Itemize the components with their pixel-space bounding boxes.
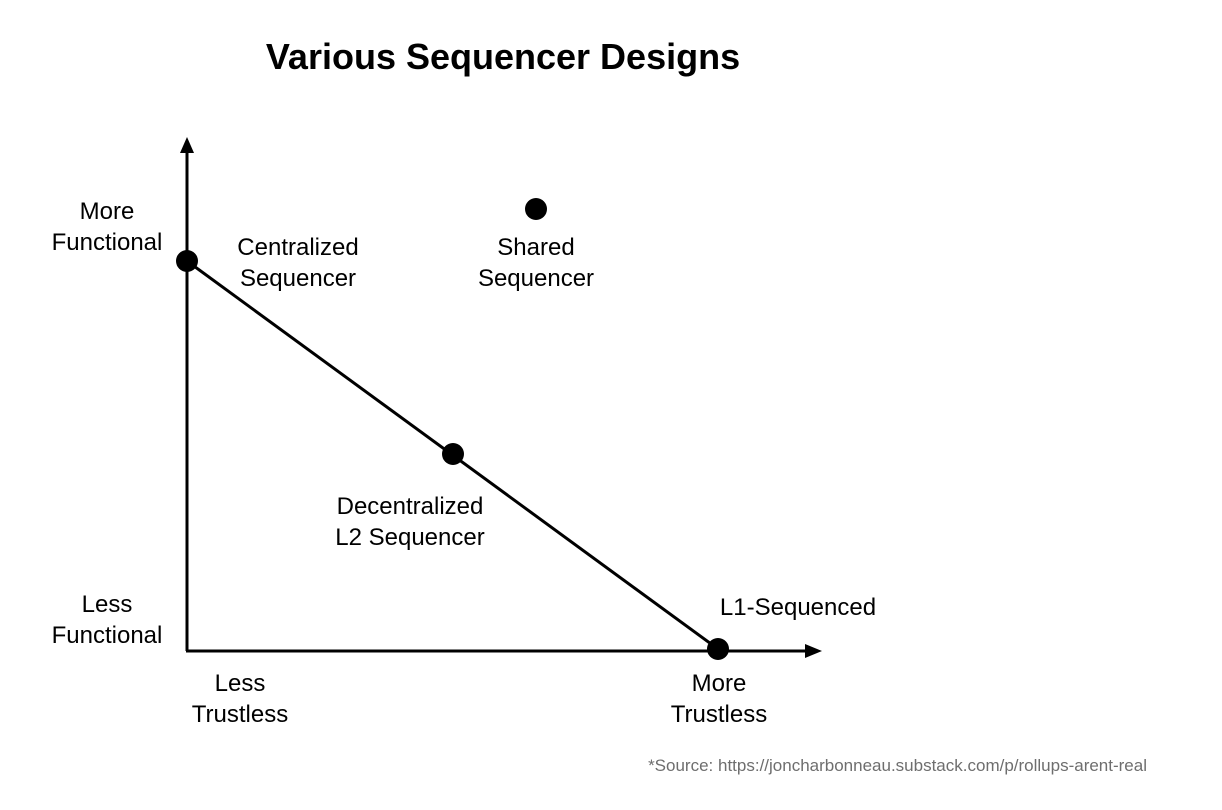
x-axis-arrowhead xyxy=(805,644,822,658)
point-l1-sequenced xyxy=(707,638,729,660)
x-axis-left-label: Less Trustless xyxy=(191,670,289,728)
label-shared-sequencer: Shared Sequencer xyxy=(477,234,595,292)
source-citation: *Source: https://joncharbonneau.substack… xyxy=(648,756,1147,775)
point-shared-sequencer xyxy=(525,198,547,220)
label-centralized-sequencer: Centralized Sequencer xyxy=(237,234,359,292)
y-axis-arrowhead xyxy=(180,137,194,153)
y-axis-bottom-label: Less Functional xyxy=(51,591,163,649)
x-axis-right-label: More Trustless xyxy=(670,670,768,728)
diagram-title: Various Sequencer Designs xyxy=(265,36,741,77)
label-l1-sequenced: L1-Sequenced xyxy=(719,594,877,621)
point-centralized-sequencer xyxy=(176,250,198,272)
label-decentralized-l2-sequencer: Decentralized L2 Sequencer xyxy=(335,493,485,551)
point-decentralized-l2-sequencer xyxy=(442,443,464,465)
y-axis-top-label: More Functional xyxy=(51,198,163,256)
